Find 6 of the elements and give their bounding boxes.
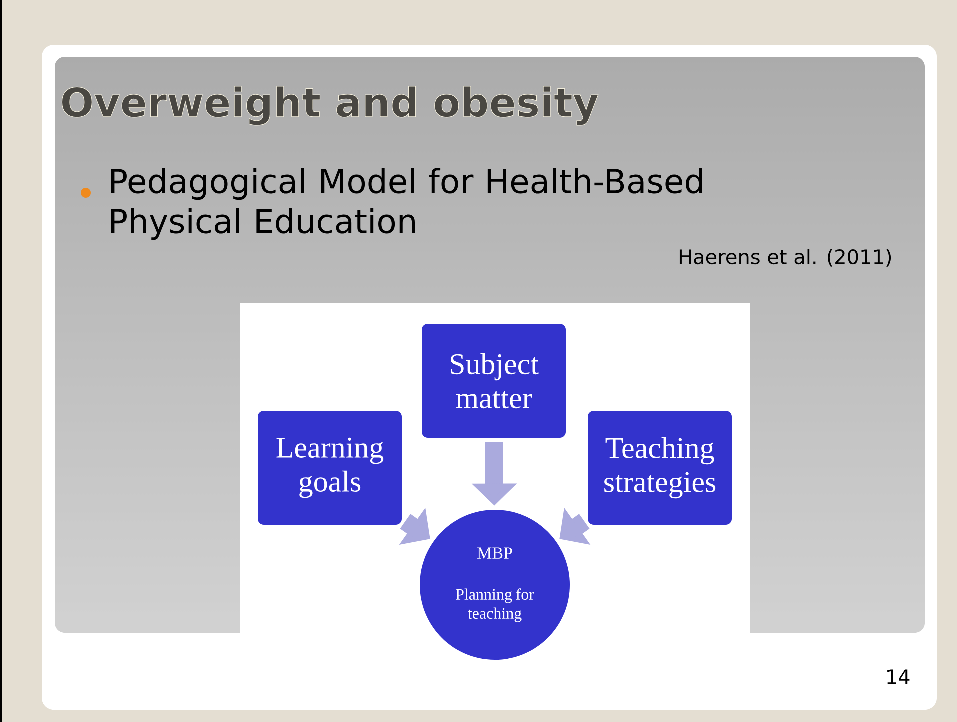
citation: Haerens et al. (2011) <box>680 249 892 267</box>
process-box: Learning goals <box>258 411 402 525</box>
bullet-text: Pedagogical Model for Health-Based Physical Education <box>111 168 702 240</box>
process-box: Subject matter <box>422 324 566 438</box>
process-box: Teaching strategies <box>588 411 732 525</box>
page-number: 14 <box>888 670 910 684</box>
